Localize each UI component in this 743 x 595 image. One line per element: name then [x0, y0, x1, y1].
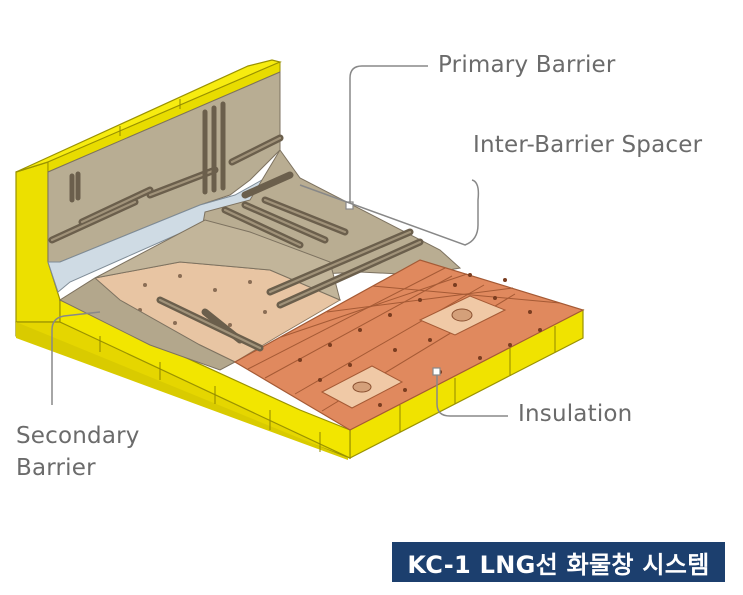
outer-insulation-block: [15, 59, 584, 460]
secondary-barrier-studs: [110, 274, 267, 327]
leader-lines: [51, 65, 508, 417]
insulation-label: Insulation: [518, 401, 633, 427]
primary-barrier-label: Primary Barrier: [438, 52, 616, 78]
insulation-leader: [436, 375, 508, 417]
insulation-panels: [233, 259, 585, 431]
primary-barrier-leader: [349, 65, 428, 205]
secondary-barrier-leader: [51, 311, 101, 405]
secondary-barrier-label-line1: Secondary: [16, 423, 140, 449]
secondary-barrier-label-line2: Barrier: [16, 455, 96, 481]
caption-banner: KC-1 LNG선 화물창 시스템: [392, 542, 725, 582]
spacer-leader: [299, 179, 480, 246]
inter-barrier-spacer-label: Inter-Barrier Spacer: [473, 132, 703, 158]
secondary-barrier-label: Secondary Barrier: [16, 420, 140, 484]
membrane-corrugations: [48, 101, 424, 352]
